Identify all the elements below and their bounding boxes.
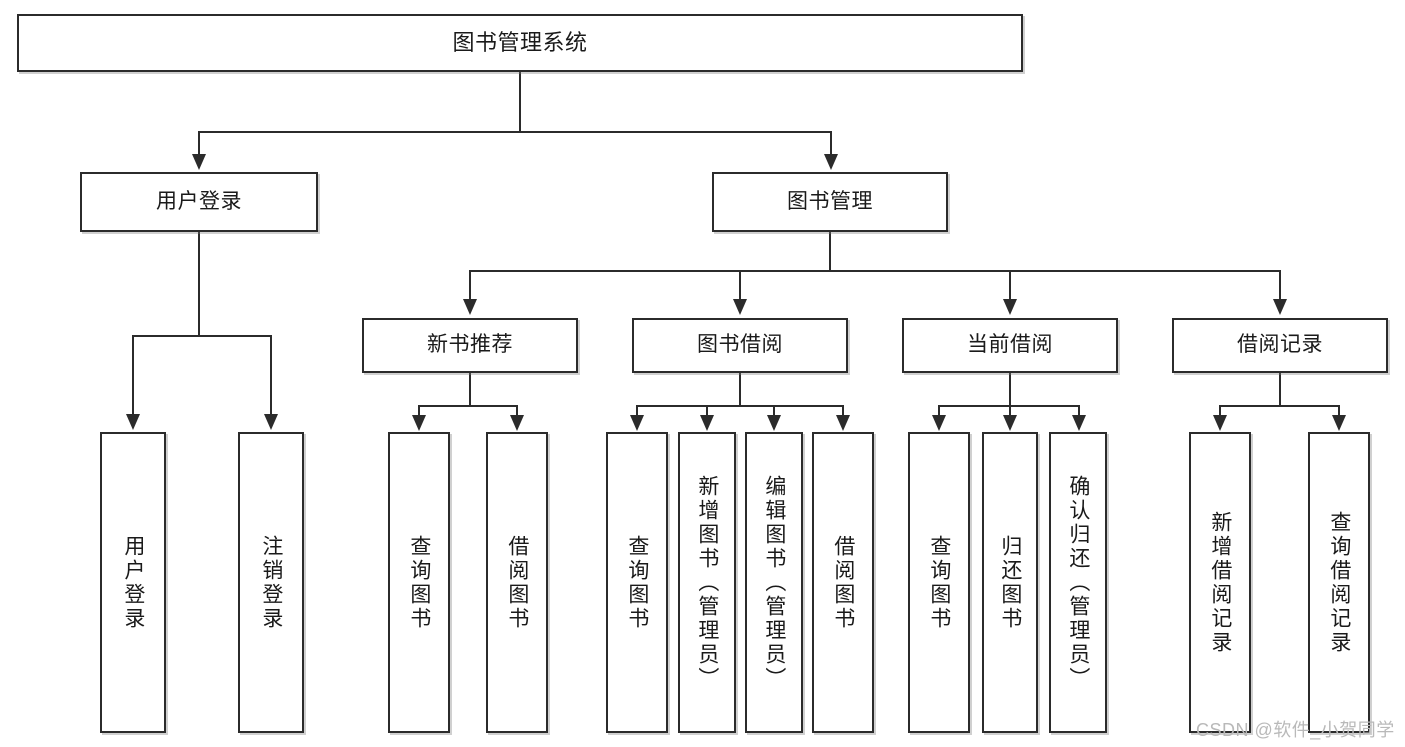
arrow-new-book-to-leaf-2 bbox=[510, 415, 524, 431]
connector-record-to-leaf-1 bbox=[1219, 405, 1221, 417]
node-label: 借阅图书 bbox=[505, 534, 529, 631]
leaf-query-book-newbook[interactable]: 查询图书 bbox=[388, 432, 450, 733]
csdn-watermark: CSDN @软件_小贺同学 bbox=[1196, 720, 1395, 740]
node-book-management[interactable]: 图书管理 bbox=[712, 172, 948, 232]
arrow-current-to-leaf-3 bbox=[1072, 415, 1086, 431]
node-label: 借阅记录 bbox=[1237, 333, 1323, 357]
connector-book-manage-to-record bbox=[1279, 270, 1281, 300]
node-label: 用户登录 bbox=[121, 534, 145, 631]
arrow-borrow-to-leaf-1 bbox=[630, 415, 644, 431]
connector-book-manage-to-borrow bbox=[739, 270, 741, 300]
connector-user-login-to-leaf-2 bbox=[270, 335, 272, 415]
node-label: 注销登录 bbox=[259, 534, 283, 631]
leaf-add-book-admin[interactable]: 新增图书（管理员） bbox=[678, 432, 736, 733]
arrow-book-manage-to-borrow bbox=[733, 299, 747, 315]
node-label: 查询图书 bbox=[927, 534, 951, 631]
arrow-borrow-to-leaf-4 bbox=[836, 415, 850, 431]
arrow-root-to-book-manage bbox=[824, 154, 838, 170]
connector-borrow-to-leaf-4 bbox=[842, 405, 844, 417]
leaf-borrow-book[interactable]: 借阅图书 bbox=[812, 432, 874, 733]
arrow-new-book-to-leaf-1 bbox=[412, 415, 426, 431]
leaf-borrow-book-newbook[interactable]: 借阅图书 bbox=[486, 432, 548, 733]
connector-record-to-leaf-2 bbox=[1338, 405, 1340, 417]
connector-new-book-stem bbox=[469, 373, 471, 406]
arrow-record-to-leaf-1 bbox=[1213, 415, 1227, 431]
connector-borrow-bus bbox=[636, 405, 844, 407]
node-label: 归还图书 bbox=[998, 534, 1022, 631]
node-book-borrow[interactable]: 图书借阅 bbox=[632, 318, 848, 373]
connector-root-stem bbox=[519, 72, 521, 132]
connector-borrow-to-leaf-2 bbox=[706, 405, 708, 417]
connector-user-login-to-leaf-1 bbox=[132, 335, 134, 415]
connector-current-to-leaf-3 bbox=[1078, 405, 1080, 417]
node-user-login[interactable]: 用户登录 bbox=[80, 172, 318, 232]
node-label: 图书管理 bbox=[787, 189, 873, 213]
node-label: 编辑图书（管理员） bbox=[762, 474, 786, 691]
node-label: 新增借阅记录 bbox=[1208, 510, 1232, 655]
arrow-record-to-leaf-2 bbox=[1332, 415, 1346, 431]
arrow-borrow-to-leaf-2 bbox=[700, 415, 714, 431]
node-current-borrow[interactable]: 当前借阅 bbox=[902, 318, 1118, 373]
leaf-return-book[interactable]: 归还图书 bbox=[982, 432, 1038, 733]
connector-record-stem bbox=[1279, 373, 1281, 406]
connector-user-login-stem bbox=[198, 232, 200, 336]
connector-record-bus bbox=[1219, 405, 1339, 407]
connector-user-login-bus bbox=[132, 335, 272, 337]
node-label: 新增图书（管理员） bbox=[695, 474, 719, 691]
leaf-query-book-borrow[interactable]: 查询图书 bbox=[606, 432, 668, 733]
connector-root-bus bbox=[198, 131, 831, 133]
node-label: 图书借阅 bbox=[697, 333, 783, 357]
connector-book-manage-to-new-book bbox=[469, 270, 471, 300]
arrow-borrow-to-leaf-3 bbox=[767, 415, 781, 431]
connector-book-manage-stem bbox=[829, 232, 831, 271]
node-label: 图书管理系统 bbox=[452, 30, 588, 56]
connector-root-to-user-login bbox=[198, 131, 200, 156]
arrow-book-manage-to-current bbox=[1003, 299, 1017, 315]
arrow-book-manage-to-new-book bbox=[463, 299, 477, 315]
arrow-current-to-leaf-1 bbox=[932, 415, 946, 431]
node-label: 新书推荐 bbox=[427, 333, 513, 357]
arrow-current-to-leaf-2 bbox=[1003, 415, 1017, 431]
leaf-logout[interactable]: 注销登录 bbox=[238, 432, 304, 733]
connector-current-stem bbox=[1009, 373, 1011, 406]
node-root-system[interactable]: 图书管理系统 bbox=[17, 14, 1023, 72]
connector-book-manage-to-current bbox=[1009, 270, 1011, 300]
node-label: 查询借阅记录 bbox=[1327, 510, 1351, 655]
leaf-add-borrow-record[interactable]: 新增借阅记录 bbox=[1189, 432, 1251, 733]
leaf-user-login[interactable]: 用户登录 bbox=[100, 432, 166, 733]
node-label: 借阅图书 bbox=[831, 534, 855, 631]
leaf-query-borrow-record[interactable]: 查询借阅记录 bbox=[1308, 432, 1370, 733]
arrow-book-manage-to-record bbox=[1273, 299, 1287, 315]
connector-current-to-leaf-1 bbox=[938, 405, 940, 417]
connector-borrow-stem bbox=[739, 373, 741, 406]
leaf-confirm-return-admin[interactable]: 确认归还（管理员） bbox=[1049, 432, 1107, 733]
leaf-edit-book-admin[interactable]: 编辑图书（管理员） bbox=[745, 432, 803, 733]
node-label: 当前借阅 bbox=[967, 333, 1053, 357]
connector-current-to-leaf-2 bbox=[1009, 405, 1011, 417]
arrow-user-login-to-leaf-1 bbox=[126, 414, 140, 430]
node-label: 确认归还（管理员） bbox=[1066, 474, 1090, 691]
connector-borrow-to-leaf-3 bbox=[773, 405, 775, 417]
connector-new-book-to-leaf-2 bbox=[516, 405, 518, 417]
node-borrow-record[interactable]: 借阅记录 bbox=[1172, 318, 1388, 373]
connector-new-book-bus bbox=[418, 405, 518, 407]
connector-root-to-book-manage bbox=[830, 131, 832, 156]
arrow-user-login-to-leaf-2 bbox=[264, 414, 278, 430]
arrow-root-to-user-login bbox=[192, 154, 206, 170]
leaf-query-book-current[interactable]: 查询图书 bbox=[908, 432, 970, 733]
node-new-book-recommend[interactable]: 新书推荐 bbox=[362, 318, 578, 373]
node-label: 查询图书 bbox=[407, 534, 431, 631]
connector-borrow-to-leaf-1 bbox=[636, 405, 638, 417]
node-label: 用户登录 bbox=[156, 189, 242, 213]
node-label: 查询图书 bbox=[625, 534, 649, 631]
connector-book-manage-bus bbox=[469, 270, 1281, 272]
connector-new-book-to-leaf-1 bbox=[418, 405, 420, 417]
